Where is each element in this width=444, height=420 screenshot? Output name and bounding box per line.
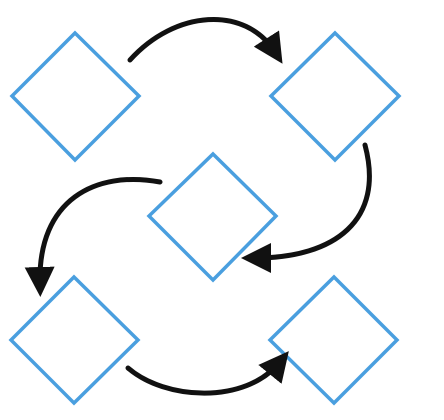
diamond-node-bottom-left <box>8 274 141 406</box>
diamond-node-bottom-right <box>267 274 400 406</box>
diamond-node-top-right <box>268 30 402 163</box>
arrow-top-right-to-center <box>241 142 372 273</box>
arrow-bottom-left-to-bottom-right <box>125 351 289 396</box>
diamond-node-top-left <box>9 30 142 163</box>
arrow-center-to-bottom-left <box>24 176 163 297</box>
arrow-top-left-to-top-right <box>127 17 283 64</box>
diamond-node-center <box>146 151 279 283</box>
